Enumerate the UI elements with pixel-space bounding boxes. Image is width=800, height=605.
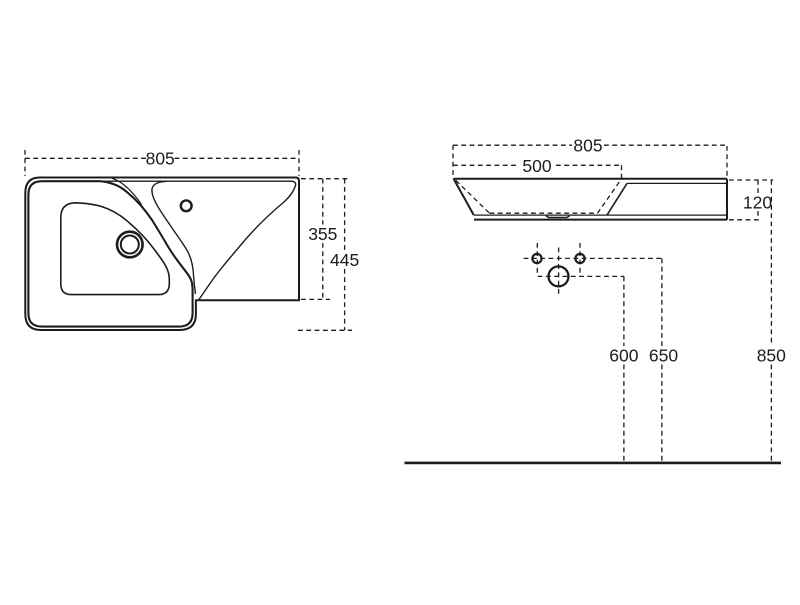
svg-text:805: 805 xyxy=(146,149,175,169)
svg-text:805: 805 xyxy=(573,136,602,156)
svg-text:500: 500 xyxy=(522,156,551,176)
svg-text:850: 850 xyxy=(757,346,786,366)
svg-text:355: 355 xyxy=(308,224,337,244)
svg-text:600: 600 xyxy=(609,346,638,366)
svg-text:445: 445 xyxy=(330,250,359,270)
svg-text:650: 650 xyxy=(649,346,678,366)
svg-text:120: 120 xyxy=(743,192,772,212)
